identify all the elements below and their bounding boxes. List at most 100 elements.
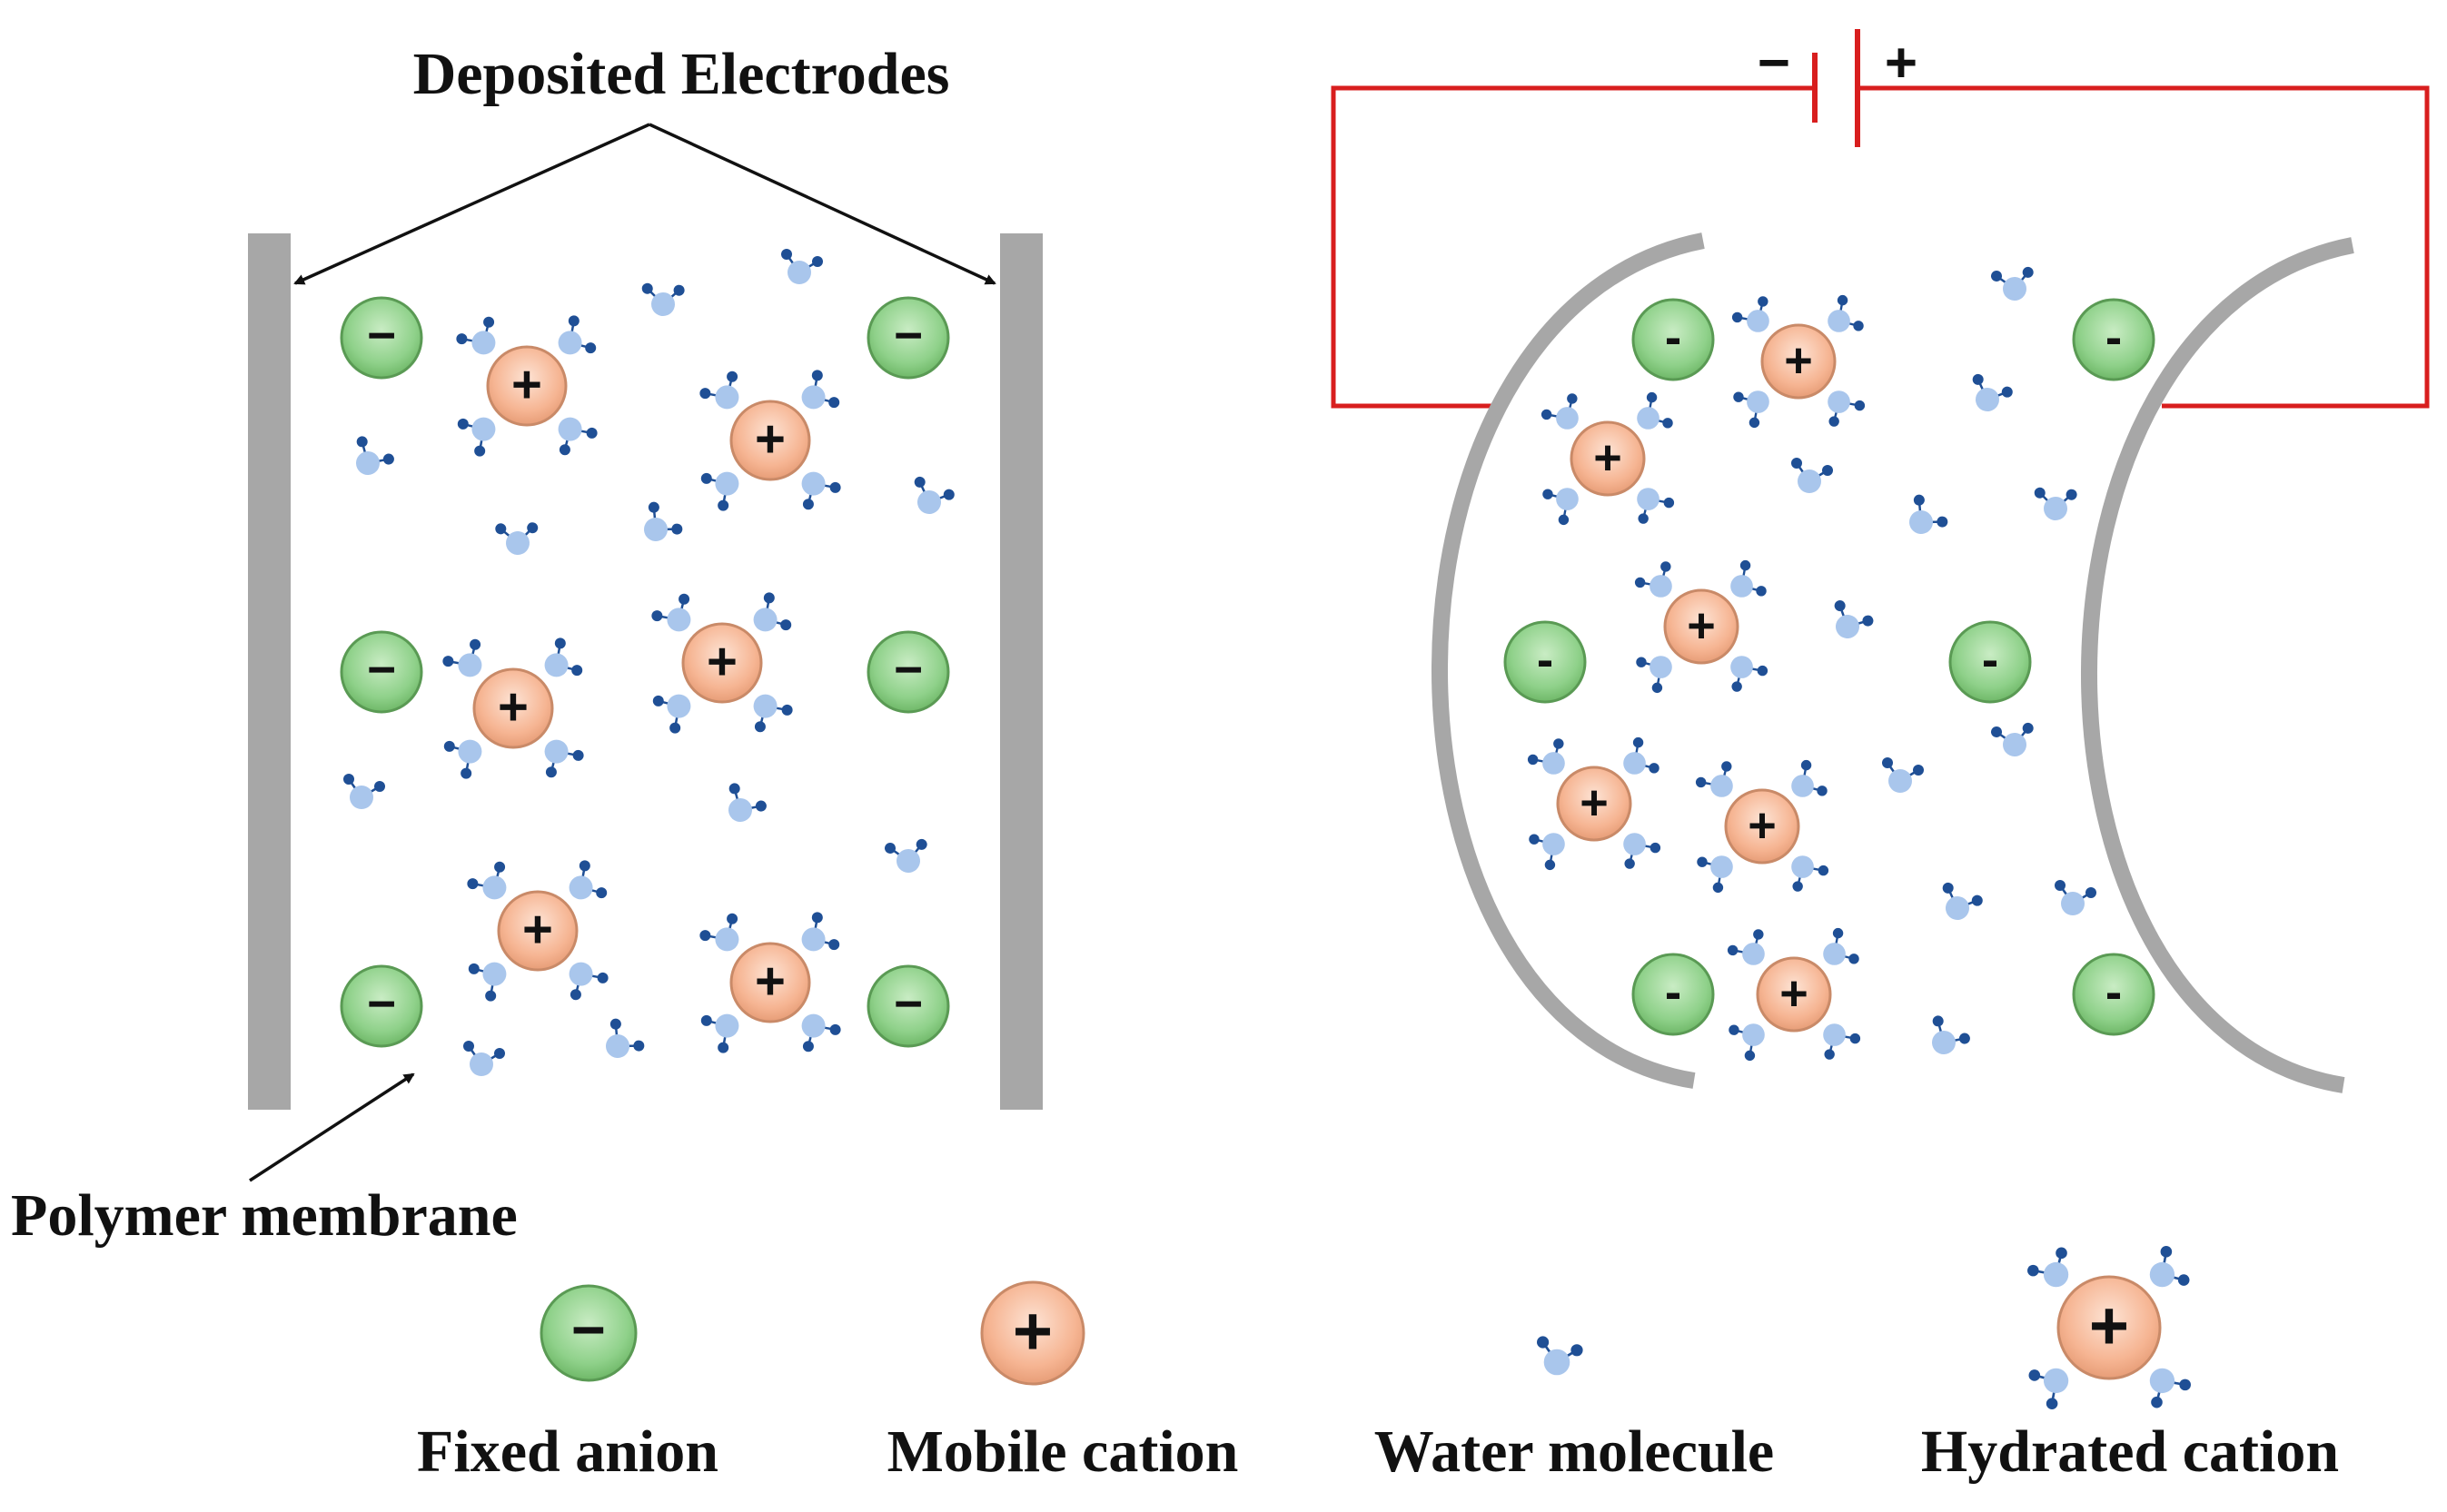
mobile-cation-icon: + xyxy=(1556,766,1632,842)
water-molecule-icon xyxy=(1921,1013,1976,1063)
water-molecule-icon xyxy=(2135,1357,2194,1418)
legend-hydrated-cation: Hydrated cation xyxy=(1921,1418,2339,1485)
mobile-cation-icon: + xyxy=(472,667,554,749)
cation-sign: + xyxy=(1013,1294,1053,1370)
battery-negative-sign: − xyxy=(1758,32,1790,94)
left-electrode xyxy=(248,233,291,1110)
cation-sign: + xyxy=(2089,1289,2129,1365)
fixed-anion-icon: - xyxy=(1631,298,1715,381)
fixed-anion-icon: - xyxy=(1503,620,1587,704)
legend-mobile-cation: Mobile cation xyxy=(887,1418,1239,1485)
hydrated-cation-icon: + xyxy=(692,904,848,1061)
water-molecule-icon xyxy=(1988,713,2043,764)
water-molecule-icon xyxy=(1535,1335,1584,1377)
anion-sign: - xyxy=(2105,964,2122,1020)
anion-sign: − xyxy=(894,975,923,1032)
fixed-anion-icon: − xyxy=(340,630,423,714)
cation-sign: + xyxy=(1748,798,1777,853)
cation-sign: + xyxy=(755,952,786,1011)
mobile-cation-icon: + xyxy=(1756,956,1832,1033)
water-molecule-icon xyxy=(461,1039,507,1078)
cation-sign: + xyxy=(707,632,738,691)
mobile-cation-icon: + xyxy=(486,345,568,427)
fixed-anion-icon: − xyxy=(340,296,423,380)
hydrated-cation-icon: + xyxy=(1521,730,1668,877)
right-electrode xyxy=(1000,233,1043,1110)
anion-sign: − xyxy=(571,1297,606,1363)
anion-sign: - xyxy=(1665,964,1681,1020)
hydrated-cation-icon: + xyxy=(644,585,800,741)
water-molecule-icon xyxy=(1789,456,1835,495)
fixed-anion-icon: − xyxy=(867,296,950,380)
bent-electrode-left xyxy=(1432,232,1705,1089)
cation-sign: + xyxy=(498,677,529,736)
fixed-anion-icon: − xyxy=(867,630,950,714)
cation-sign: + xyxy=(1784,333,1813,388)
mobile-cation-icon: + xyxy=(1570,420,1646,497)
water-molecule-icon xyxy=(639,275,690,321)
water-molecule-icon xyxy=(345,433,400,484)
mobile-cation-icon: + xyxy=(1760,323,1837,400)
hydrated-cation-icon: + xyxy=(1534,385,1681,532)
electrode-arrow-left xyxy=(293,123,650,285)
water-molecule-icon xyxy=(2032,479,2083,525)
fixed-anion-icon: - xyxy=(2072,298,2155,381)
water-molecule-icon xyxy=(594,1015,651,1070)
anion-sign: − xyxy=(367,975,396,1032)
mobile-cation-icon: + xyxy=(681,622,763,704)
hydrated-cation-icon: + xyxy=(1725,288,1872,435)
water-molecule-icon xyxy=(2053,878,2098,917)
mobile-cation-icon: + xyxy=(729,400,811,481)
hydrated-cation-icon: + xyxy=(449,308,605,464)
anion-sign: − xyxy=(367,307,396,363)
water-molecule-icon xyxy=(2024,1238,2084,1299)
fixed-anion-icon: − xyxy=(867,964,950,1048)
anion-sign: − xyxy=(894,307,923,363)
fixed-anion-icon: − xyxy=(340,964,423,1048)
ion-layer: − − − − − − + + + + + + - - - - - - + + + + + + xyxy=(340,247,2155,1078)
mobile-cation-icon: + xyxy=(980,1280,1085,1386)
cation-sign: + xyxy=(522,900,553,959)
water-molecule-icon xyxy=(1966,371,2016,417)
hydrated-cation-icon: + xyxy=(1628,553,1775,700)
water-molecule-icon xyxy=(718,780,772,831)
anion-sign: - xyxy=(1665,309,1681,365)
mobile-cation-icon: + xyxy=(1724,788,1800,865)
cation-sign: + xyxy=(1593,430,1622,485)
cation-sign: + xyxy=(755,410,786,469)
cation-sign: + xyxy=(511,355,542,414)
hydrated-cation-icon: + xyxy=(2019,1238,2199,1418)
water-molecule-icon xyxy=(779,247,825,286)
mobile-cation-icon: + xyxy=(497,890,579,972)
anion-sign: − xyxy=(367,641,396,697)
electrode-arrow-right xyxy=(649,123,996,285)
anion-sign: − xyxy=(894,641,923,697)
circuit-wire-left xyxy=(1331,85,1815,409)
water-molecule-icon xyxy=(1880,756,1926,795)
mobile-cation-icon: + xyxy=(2056,1275,2162,1380)
water-molecule-icon xyxy=(632,499,689,553)
bent-electrode-right xyxy=(2081,237,2354,1093)
legend-fixed-anion: Fixed anion xyxy=(417,1418,718,1485)
anion-sign: - xyxy=(1537,631,1553,687)
fixed-anion-icon: - xyxy=(2072,953,2155,1036)
cation-sign: + xyxy=(1580,776,1609,830)
water-molecule-icon xyxy=(1936,880,1986,925)
legend: − + + Fixed anion Mobile cation Water mole… xyxy=(417,1238,2339,1485)
membrane-arrow xyxy=(249,1072,415,1182)
fixed-anion-icon: - xyxy=(1948,620,2032,704)
water-molecule-icon xyxy=(1897,491,1955,546)
water-molecule-icon xyxy=(2138,1242,2199,1302)
water-molecule-icon xyxy=(907,474,958,519)
hydrated-cation-icon: + xyxy=(1689,753,1836,900)
fixed-anion-icon: − xyxy=(540,1284,638,1382)
cation-sign: + xyxy=(1687,598,1716,653)
circuit-wire-right xyxy=(1858,85,2430,409)
mobile-cation-icon: + xyxy=(1663,588,1739,665)
legend-water-molecule: Water molecule xyxy=(1374,1418,1774,1485)
mobile-cation-icon: + xyxy=(729,942,811,1023)
water-molecule-icon xyxy=(1826,598,1878,646)
anion-sign: - xyxy=(2105,309,2122,365)
water-molecule-icon xyxy=(1988,257,2043,308)
